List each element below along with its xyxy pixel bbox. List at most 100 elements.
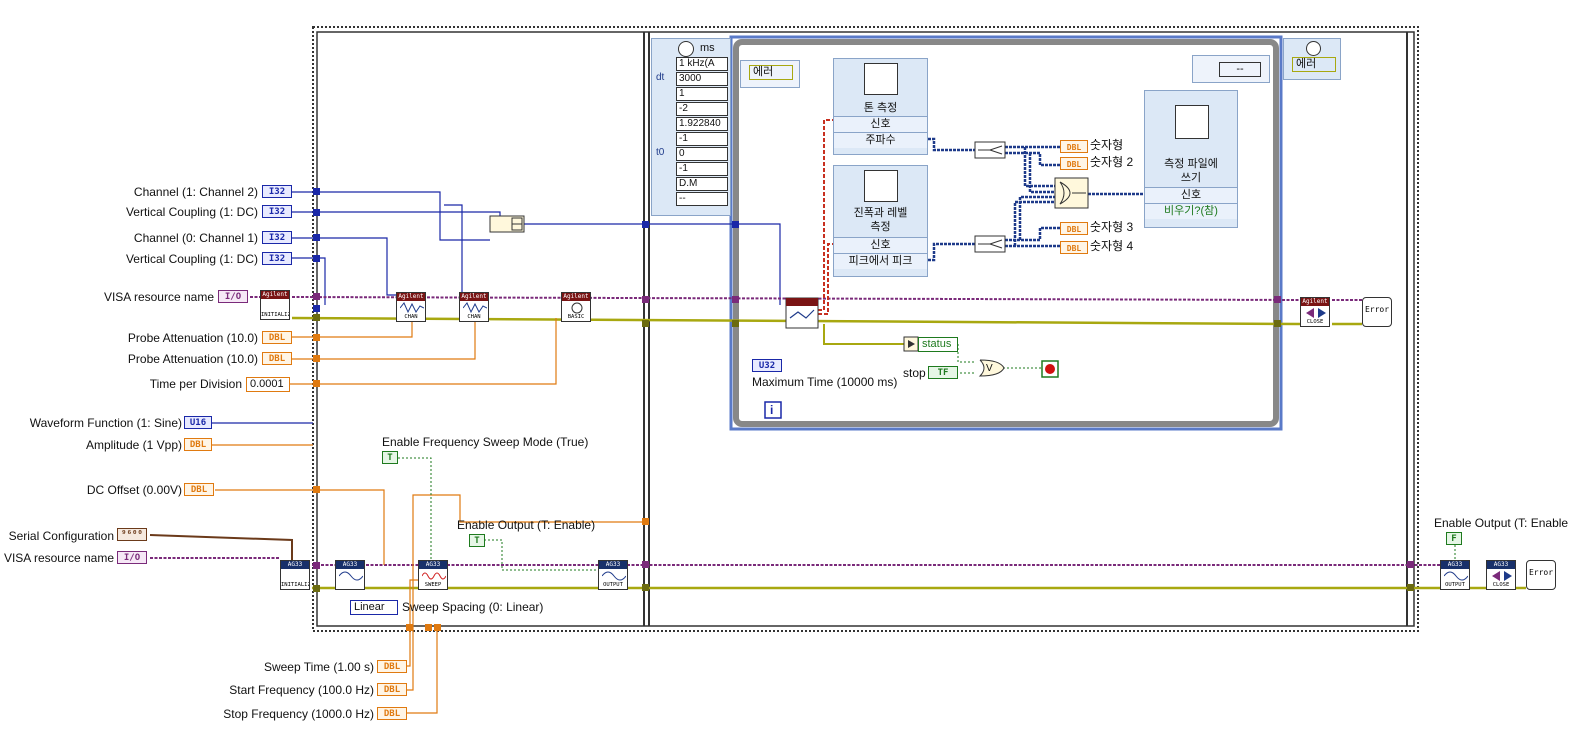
timing-row[interactable]: -1 [654, 132, 728, 146]
timed-loop-output-node[interactable]: 에러 [1283, 38, 1341, 80]
agilent-initialize-vi[interactable]: AgilentINITIALIZE [260, 290, 290, 320]
file-write-icon [1175, 105, 1209, 139]
tone-frequency-output[interactable]: 주파수 [834, 132, 927, 148]
visa-resource-1-terminal[interactable]: I/O [218, 290, 248, 303]
sweep-time-terminal[interactable]: DBL [377, 660, 407, 673]
timing-row-value: 0 [676, 147, 728, 161]
channel-1-terminal[interactable]: I32 [262, 185, 292, 198]
loop-stop-terminal[interactable] [1041, 360, 1059, 378]
or-gate[interactable] [978, 359, 1005, 377]
timed-loop-frame[interactable] [729, 35, 1283, 431]
dc-offset-label: DC Offset (0.00V) [86, 483, 182, 497]
max-time-terminal[interactable]: U32 [752, 359, 782, 372]
waveform-function-label: Waveform Function (1: Sine) [29, 416, 182, 430]
amplitude-label: Amplitude (1 Vpp) [85, 438, 182, 452]
numeric-label-1: 숫자형 [1090, 138, 1124, 152]
tunnels [313, 293, 1414, 631]
tone-signal-input[interactable]: 신호 [834, 116, 927, 132]
timing-row-value: -2 [676, 102, 728, 116]
dc-offset-terminal[interactable]: DBL [184, 483, 214, 496]
write-empty-output[interactable]: 비우기?(참) [1145, 203, 1237, 219]
serial-configuration-label: Serial Configuration [8, 529, 114, 543]
stop-frequency-terminal[interactable]: DBL [377, 707, 407, 720]
right-enable-output-constant[interactable]: F [1446, 532, 1462, 545]
timing-row[interactable]: 1 kHz(A [654, 57, 728, 71]
numeric-indicator-4[interactable]: DBL [1060, 241, 1088, 254]
enable-output-constant[interactable]: T [469, 534, 485, 547]
build-array-node[interactable] [489, 215, 525, 233]
write-measurement-file-express-vi[interactable]: 측정 파일에 쓰기 신호 비우기?(참) [1144, 90, 1238, 228]
iteration-terminal [764, 401, 782, 419]
split-signal-node[interactable] [974, 235, 1006, 253]
error-handler-vi-1[interactable]: Error [1362, 297, 1392, 327]
case-selector-value[interactable]: 에러 [749, 65, 793, 80]
timing-row[interactable]: 1 [654, 87, 728, 101]
split-signal-node[interactable] [974, 141, 1006, 159]
numeric-indicator-1[interactable]: DBL [1060, 140, 1088, 153]
amp-signal-input[interactable]: 신호 [834, 237, 927, 253]
enable-sweep-constant[interactable]: T [382, 451, 398, 464]
probe-attenuation-1-label: Probe Attenuation (10.0) [127, 331, 258, 345]
start-frequency-terminal[interactable]: DBL [377, 683, 407, 696]
clock-icon [678, 41, 694, 57]
error-handler-vi-2[interactable]: Error [1526, 560, 1556, 590]
amplitude-level-express-vi[interactable]: 진폭과 레벨 측정 신호 피크에서 피크 [833, 165, 928, 277]
fgen-initialize-vi[interactable]: AG33INITIALIZE [280, 560, 310, 590]
write-signal-input[interactable]: 신호 [1145, 187, 1237, 203]
channel-0-terminal[interactable]: I32 [262, 231, 292, 244]
vertical-coupling-1-terminal[interactable]: I32 [262, 205, 292, 218]
serial-configuration-terminal[interactable]: ⁹⁶⁰⁰ [117, 528, 147, 541]
tone-icon [864, 63, 898, 95]
timing-row-value: -- [676, 192, 728, 206]
stop-frequency-label: Stop Frequency (1000.0 Hz) [223, 707, 374, 721]
timing-row[interactable]: -1 [654, 162, 728, 176]
fgen-configure-waveform-vi[interactable]: AG33 [335, 560, 365, 590]
time-per-division-constant[interactable]: 0.0001 [246, 377, 290, 392]
serial-wire [149, 534, 293, 562]
vertical-coupling-2-terminal[interactable]: I32 [262, 252, 292, 265]
timing-row-label: t0 [656, 147, 665, 158]
write-title: 측정 파일에 쓰기 [1164, 158, 1218, 184]
timing-row-value: 1 kHz(A [676, 57, 728, 71]
error-case-selector-top[interactable]: -- [1192, 55, 1270, 83]
measurement-wires [928, 137, 1144, 262]
amp-peak-output[interactable]: 피크에서 피크 [834, 253, 927, 269]
start-frequency-label: Start Frequency (100.0 Hz) [229, 683, 374, 697]
merge-signals-node[interactable] [1054, 177, 1089, 209]
error-case-selector-left[interactable]: 에러 [740, 60, 800, 88]
tone-measurement-express-vi[interactable]: 톤 측정 신호 주파수 [833, 58, 928, 155]
probe-attenuation-2-terminal[interactable]: DBL [262, 352, 292, 365]
numeric-indicator-3[interactable]: DBL [1060, 222, 1088, 235]
probe-attenuation-2-label: Probe Attenuation (10.0) [127, 352, 258, 366]
timing-row[interactable]: 1.922840 [654, 117, 728, 131]
timing-row-value: 1 [676, 87, 728, 101]
timing-row[interactable]: -2 [654, 102, 728, 116]
waveform-function-terminal[interactable]: U16 [184, 416, 212, 429]
sweep-spacing-ring[interactable]: Linear [350, 600, 398, 615]
wait-until-express-vi[interactable] [785, 297, 819, 329]
probe-attenuation-1-terminal[interactable]: DBL [262, 331, 292, 344]
stop-button-terminal[interactable]: TF [928, 366, 958, 379]
numeric-indicator-2[interactable]: DBL [1060, 157, 1088, 170]
vertical-coupling-2-label: Vertical Coupling (1: DC) [125, 252, 258, 266]
timing-row-value: D.M [676, 177, 728, 191]
timing-row[interactable]: -- [654, 192, 728, 206]
timing-row[interactable]: D.M [654, 177, 728, 191]
unbundle-status-node[interactable] [903, 336, 919, 352]
visa-resource-2-terminal[interactable]: I/O [117, 551, 147, 564]
timing-row[interactable]: t0 0 [654, 147, 728, 161]
amplitude-terminal[interactable]: DBL [184, 438, 212, 451]
timing-row-value: -1 [676, 162, 728, 176]
max-time-label: Maximum Time (10000 ms) [752, 375, 898, 389]
flat-sequence-frame[interactable] [312, 26, 1419, 632]
